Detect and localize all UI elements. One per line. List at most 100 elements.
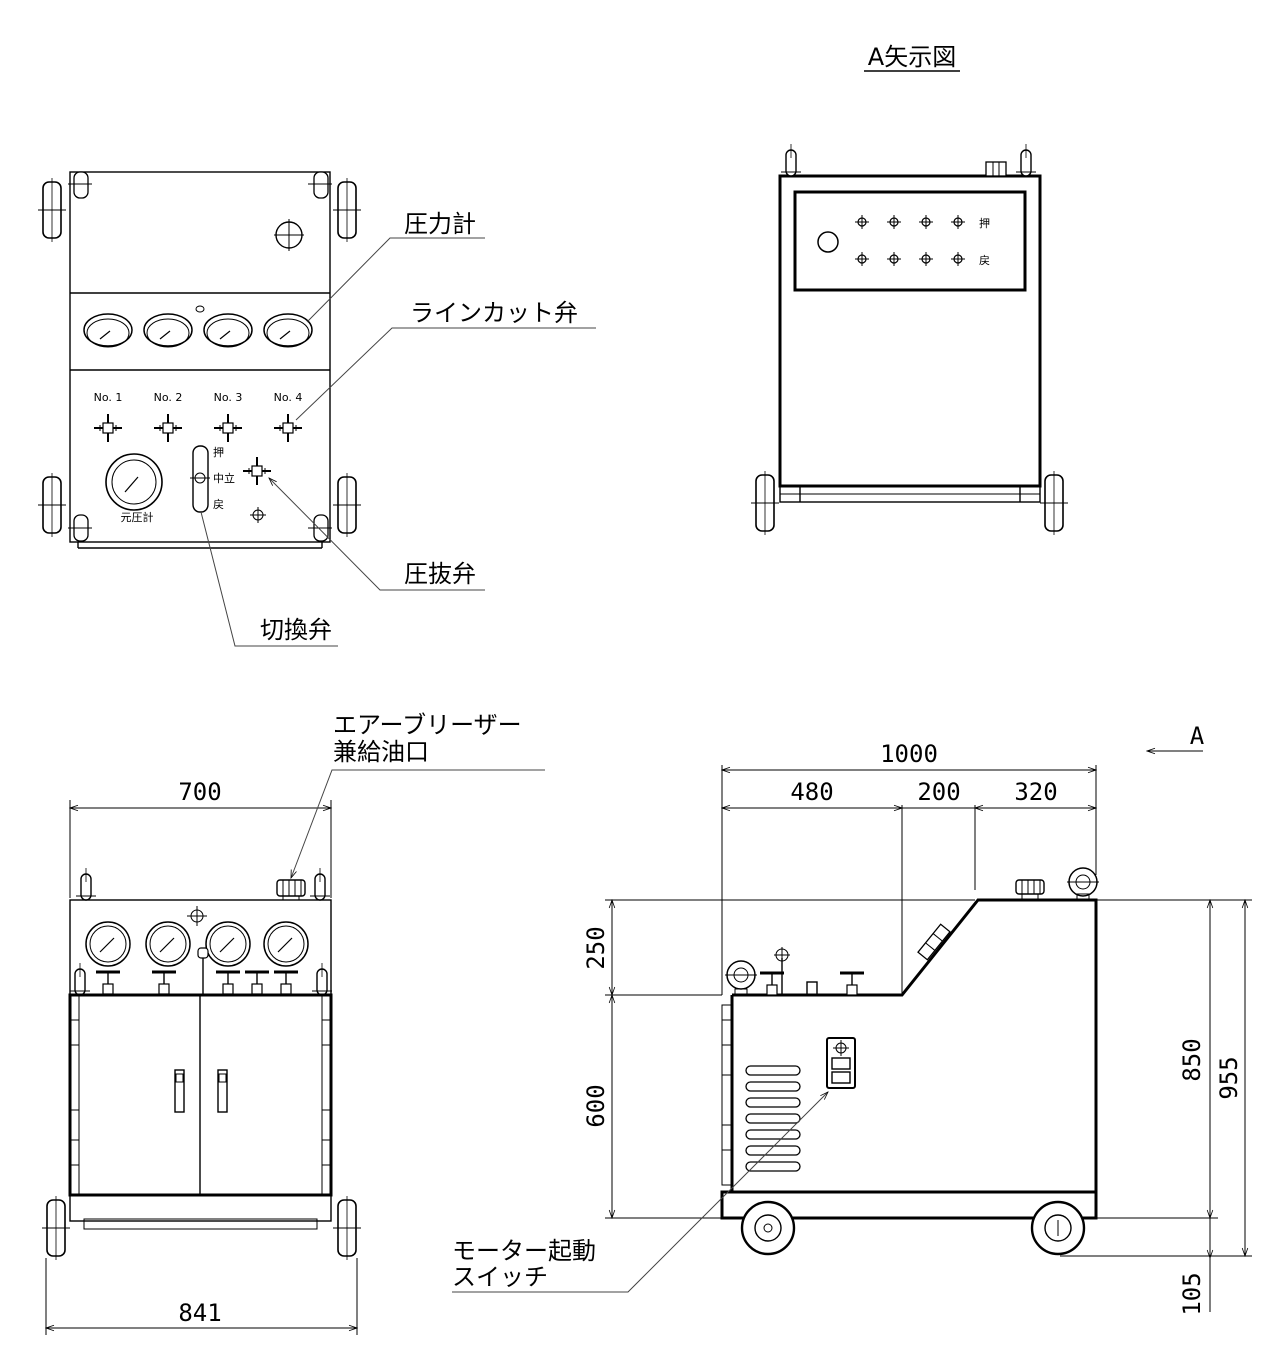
view-marker-a: A [1190, 722, 1205, 750]
leader-motor-switch [452, 1092, 828, 1293]
valve-handle-icon [758, 971, 786, 997]
wheel-icon [41, 1195, 71, 1261]
plug-icon [250, 507, 266, 523]
eyebolt-icon [75, 867, 97, 901]
wheel-icon [332, 472, 362, 538]
valve-handle-icon [243, 970, 271, 996]
dim-200: 200 [917, 778, 960, 806]
pressure-gauge-icon [203, 313, 253, 348]
wheel-icon [332, 1195, 362, 1261]
leader-relief-valve [269, 478, 485, 591]
eyebolt-icon [68, 514, 92, 542]
view-title: A矢示図 [868, 43, 956, 71]
pressure-gauge-icon [263, 921, 309, 967]
eyebolt-icon [1015, 143, 1037, 177]
eyebolt-side-icon [1067, 867, 1099, 901]
eyebolt-icon [308, 514, 332, 542]
leader-breather [290, 769, 545, 878]
label-no3: No. 3 [214, 391, 243, 404]
eyebolt-icon [309, 867, 331, 901]
wheel-icon [37, 177, 67, 243]
relief-valve-icon [242, 456, 272, 486]
valve-handle-icon [272, 970, 300, 996]
pressure-gauge-icon [205, 921, 251, 967]
label-no4: No. 4 [274, 391, 303, 404]
label-motor-switch-1: モーター起動 [452, 1237, 596, 1265]
air-bleed-icon [187, 906, 207, 926]
dim-105: 105 [1178, 1272, 1206, 1315]
a-view-body [778, 174, 1042, 488]
breather-icon [1015, 879, 1045, 901]
leader-switch-valve [200, 511, 338, 647]
label-neutral: 中立 [213, 471, 235, 485]
louver-vent [745, 1065, 801, 1172]
dim-250: 250 [582, 926, 610, 969]
line-cut-valve-icon [93, 413, 123, 443]
breather-icon [985, 161, 1007, 177]
side-view: A 1000 480 200 320 [452, 722, 1252, 1316]
eyebolt-icon [68, 171, 92, 199]
main-gauge-icon [105, 453, 163, 511]
pressure-gauge-icon [145, 921, 191, 967]
top-frame [69, 171, 331, 543]
eyebolt-icon [780, 143, 802, 177]
label-air-breather-1: エアーブリーザー [333, 711, 522, 739]
top-view: No. 1 No. 2 No. 3 No. 4 元圧計 押 中立 戻 圧力計 [37, 171, 596, 647]
eyebolt-icon [311, 962, 333, 996]
dim-841: 841 [178, 1299, 221, 1327]
valve-handle-icon [838, 971, 866, 997]
switch-valve-icon [190, 445, 210, 513]
eyebolt-icon [69, 962, 91, 996]
label-relief-valve: 圧抜弁 [404, 560, 476, 588]
valve-handle-icon [94, 970, 122, 996]
label-switch-valve: 切換弁 [260, 616, 332, 644]
label-air-breather-2: 兼給油口 [333, 738, 429, 766]
leader-line-cut-valve [295, 327, 596, 421]
leader-pressure-gauge [306, 237, 485, 323]
label-no1: No. 1 [94, 391, 123, 404]
label-pressure-gauge: 圧力計 [404, 210, 476, 238]
motor-switch-icon [826, 1037, 856, 1089]
dim-700: 700 [178, 778, 221, 806]
line-cut-valve-icon [153, 413, 183, 443]
dim-480: 480 [790, 778, 833, 806]
wheel-icon [740, 1200, 796, 1256]
svg-text:押: 押 [979, 216, 990, 230]
line-cut-valve-icon [213, 413, 243, 443]
breather-top-icon [274, 219, 304, 251]
valve-handle-icon [214, 970, 242, 996]
dim-850: 850 [1178, 1038, 1206, 1081]
front-view: 700 [41, 711, 545, 1335]
dim-955: 955 [1215, 1056, 1243, 1099]
label-push: 押 [213, 445, 224, 459]
eyebolt-side-icon [725, 960, 757, 996]
wheel-icon [1039, 470, 1069, 536]
pressure-gauge-icon [85, 921, 131, 967]
pressure-gauge-icon [143, 313, 193, 348]
inclined-gauge-icon [917, 923, 951, 961]
svg-text:戻: 戻 [979, 254, 990, 267]
pressure-gauge-icon [263, 313, 313, 348]
a-view-panel [793, 190, 1027, 292]
label-no2: No. 2 [154, 391, 183, 404]
pressure-gauge-icon [83, 313, 133, 348]
breather-icon [276, 879, 306, 901]
door-handle-icon [217, 1069, 228, 1113]
eyebolt-icon [308, 171, 332, 199]
a-arrow-view: A矢示図 押 戻 [750, 43, 1069, 536]
label-main-gauge: 元圧計 [121, 510, 154, 524]
dim-1000: 1000 [880, 740, 938, 768]
dim-600: 600 [582, 1084, 610, 1127]
air-bleed-icon [774, 947, 790, 995]
door-handle-icon [174, 1069, 185, 1113]
label-line-cut-valve: ラインカット弁 [410, 299, 578, 327]
wheel-icon [332, 177, 362, 243]
valve-handle-icon [150, 970, 178, 996]
label-return: 戻 [213, 498, 224, 511]
side-base [720, 1190, 1098, 1220]
label-motor-switch-2: スイッチ [452, 1263, 548, 1291]
wheel-icon [1030, 1200, 1086, 1256]
dim-320: 320 [1014, 778, 1057, 806]
wheel-icon [37, 472, 67, 538]
